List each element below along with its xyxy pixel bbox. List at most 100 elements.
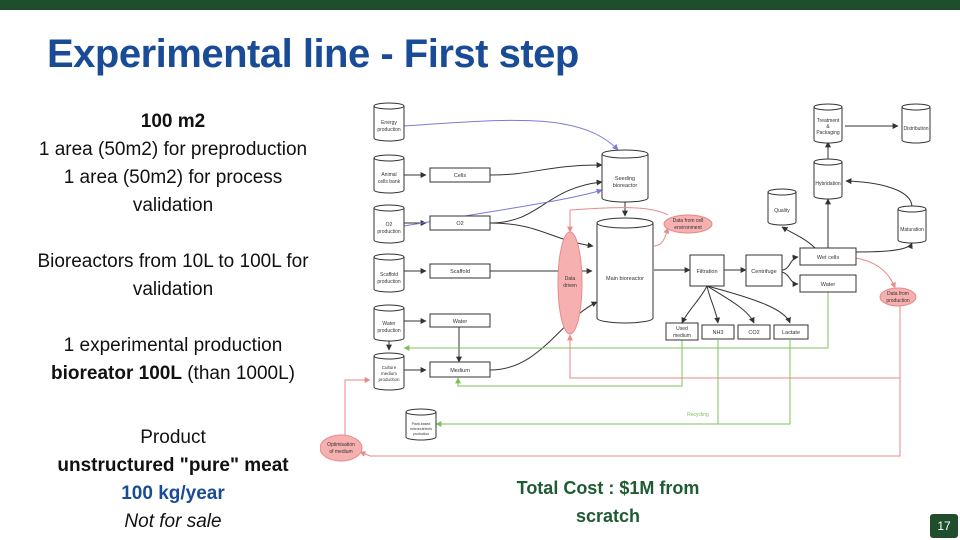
cylinder-label: Packaging xyxy=(816,130,840,136)
cylinder-label: Energy xyxy=(381,120,397,126)
cylinder-distribution: Distribution xyxy=(901,103,931,144)
cylinder-label: Scaffold xyxy=(380,272,398,278)
oval-text: production xyxy=(886,298,910,304)
spacer xyxy=(20,304,326,332)
process-connectors xyxy=(386,123,913,373)
cylinder-label: Main bioreactor xyxy=(606,276,644,282)
data-connector xyxy=(854,257,896,289)
box-label: O2 xyxy=(456,221,463,227)
cylinder-label: Hybridation xyxy=(815,181,841,187)
recycling-connector xyxy=(435,340,719,427)
connector xyxy=(781,226,816,249)
area-preproduction: 1 area (50m2) for preproduction xyxy=(38,139,308,160)
box-co2: CO2 xyxy=(737,324,771,340)
box-label: Water xyxy=(453,319,468,325)
cylinder-label: medium xyxy=(381,371,397,376)
box-label: Used xyxy=(676,326,688,332)
cylinder-label: bioreactor xyxy=(613,183,638,189)
cylinder-label: Distribution xyxy=(903,126,928,132)
oval-text: Optimisation xyxy=(327,442,355,448)
box-label: CO2 xyxy=(748,330,759,336)
box-water-feed: Water xyxy=(429,313,491,328)
feed-connector xyxy=(403,119,619,151)
box-centrifuge: Centrifuge xyxy=(745,254,783,287)
cylinder-water-production: Water production xyxy=(373,304,405,342)
area-validation-line2: validation xyxy=(132,195,214,216)
cylinder-maturation: Maturation xyxy=(897,205,927,244)
area-validation-line1: 1 area (50m2) for process xyxy=(63,167,283,188)
connector xyxy=(706,285,721,324)
oval-data-production: Data from production xyxy=(879,287,917,307)
cylinder-label: O2 xyxy=(386,222,393,228)
experimental-note: (than 1000L) xyxy=(181,363,295,384)
cylinder-label: Water xyxy=(382,321,395,327)
cylinder-label: Treatment xyxy=(817,118,840,124)
product-type: unstructured "pure" meat xyxy=(57,455,289,476)
box-label: Scaffold xyxy=(450,269,470,275)
cylinder-label: production xyxy=(413,432,429,436)
oval-text: Data xyxy=(565,276,576,282)
area-total: 100 m2 xyxy=(140,111,206,132)
cylinder-label: production xyxy=(377,328,401,334)
cylinder-label: & xyxy=(826,124,830,130)
connector xyxy=(845,178,913,208)
spacer xyxy=(20,220,326,248)
data-connector xyxy=(344,377,371,436)
recycling-connectors xyxy=(403,290,829,427)
product-status: Not for sale xyxy=(124,511,222,532)
connector xyxy=(849,242,913,253)
data-connector xyxy=(653,227,670,247)
box-label: NH3 xyxy=(712,330,723,336)
recycling-connector xyxy=(718,340,791,425)
total-cost-line1: Total Cost : $1M from xyxy=(516,478,700,498)
box-nh3: NH3 xyxy=(701,324,735,340)
top-accent-bar xyxy=(0,0,960,10)
cylinder-label: production xyxy=(377,127,401,133)
cylinder-culture-medium-production: Culture medium production xyxy=(373,352,405,391)
cylinder-label: micronutrients xyxy=(410,427,432,431)
box-water-output: Water xyxy=(799,274,857,293)
cylinder-label: production xyxy=(377,229,401,235)
connector xyxy=(706,285,791,324)
box-filtration: Filtration xyxy=(689,254,725,287)
cylinder-treatment-packaging: Treatment & Packaging xyxy=(813,103,843,144)
cylinder-quality: Quality xyxy=(767,188,797,226)
connector xyxy=(681,285,708,324)
data-connector xyxy=(359,306,901,457)
cylinder-hybridation: Hybridation xyxy=(813,158,843,200)
total-cost: Total Cost : $1M from scratch xyxy=(480,474,736,530)
cylinder-label: Plant-based xyxy=(412,422,431,426)
cylinder-energy-production: Energy production xyxy=(373,102,405,142)
recycling-connector xyxy=(455,340,683,387)
oval-text: environment xyxy=(674,225,702,231)
connector xyxy=(489,222,594,249)
oval-data-driven: Data driven xyxy=(557,231,583,335)
spacer xyxy=(20,388,326,416)
facility-summary: 100 m2 1 area (50m2) for preproduction 1… xyxy=(20,108,326,536)
experimental-line2: bioreator 100L (than 1000L) xyxy=(20,360,326,388)
cylinder-seeding-bioreactor: Seeding bioreactor xyxy=(601,149,649,203)
cylinder-label: Quality xyxy=(774,208,790,214)
box-label: Filtration xyxy=(696,269,717,275)
cylinder-label: Seeding xyxy=(615,176,635,182)
oval-text: of medium xyxy=(329,449,352,455)
box-lactate: Lactate xyxy=(773,324,809,340)
oval-text: driven xyxy=(563,283,577,289)
box-label: Medium xyxy=(450,368,470,374)
cylinder-label: Maturation xyxy=(900,227,924,233)
box-scaffold: Scaffold xyxy=(429,263,491,279)
cylinder-label: cells bank xyxy=(378,179,401,185)
connector xyxy=(489,162,603,176)
bioreactors-line2: validation xyxy=(132,279,214,300)
cylinder-label: production xyxy=(378,377,400,382)
connector xyxy=(781,254,799,271)
oval-text: Data from xyxy=(887,291,909,297)
process-flow-diagram: Data from cell environment Data driven D… xyxy=(320,102,931,462)
box-label: Centrifuge xyxy=(751,269,776,275)
cylinder-o2-production: O2 production xyxy=(373,204,405,244)
experimental-line1: 1 experimental production xyxy=(63,335,283,356)
oval-data-cell: Data from cell environment xyxy=(663,214,713,234)
connector xyxy=(489,179,603,224)
recycling-connector xyxy=(403,290,829,351)
